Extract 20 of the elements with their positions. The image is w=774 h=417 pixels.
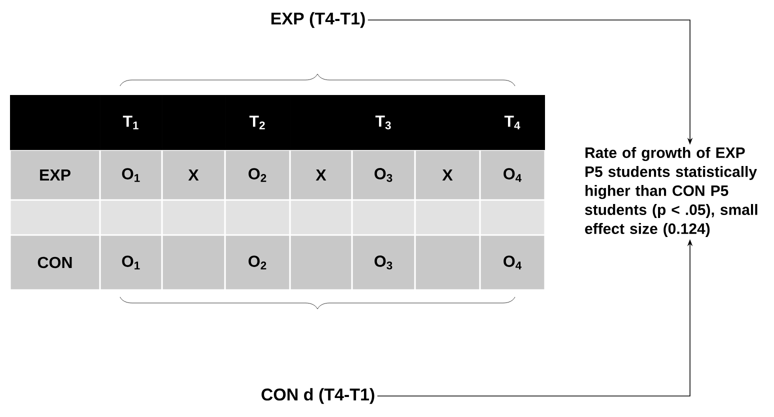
table-cell: X — [416, 150, 480, 200]
table-cell: O$_{2}$ — [226, 150, 290, 200]
table-cell: O$_{2}$ — [226, 236, 290, 290]
bracket-label: EXP (T4-T1) — [271, 12, 365, 28]
table-cell: O$_{4}$ — [480, 150, 544, 200]
table-cell: EXP — [10, 150, 100, 200]
table-cell: T$_{3}$ — [352, 95, 415, 150]
table-cell: T$_{1}$ — [100, 95, 162, 150]
note-text: Rate of growth of EXP P5 students statistically higher than CON P5 students (p < .05), small effect size (0.124) — [585, 147, 758, 237]
table-cell: T$_{4}$ — [480, 95, 545, 150]
table-cell: X — [162, 150, 224, 200]
table-cell: O$_{1}$ — [100, 150, 162, 200]
table-cell: O$_{3}$ — [352, 150, 414, 200]
table-cell: O$_{1}$ — [100, 236, 162, 290]
table-cell: CON — [10, 236, 100, 290]
bracket-label: CON d (T4-T1) — [262, 388, 374, 404]
table-cell: O$_{4}$ — [480, 236, 544, 290]
table-cell: O$_{3}$ — [352, 236, 414, 290]
table-cell: X — [290, 150, 352, 200]
table-cell: T$_{2}$ — [225, 95, 290, 150]
